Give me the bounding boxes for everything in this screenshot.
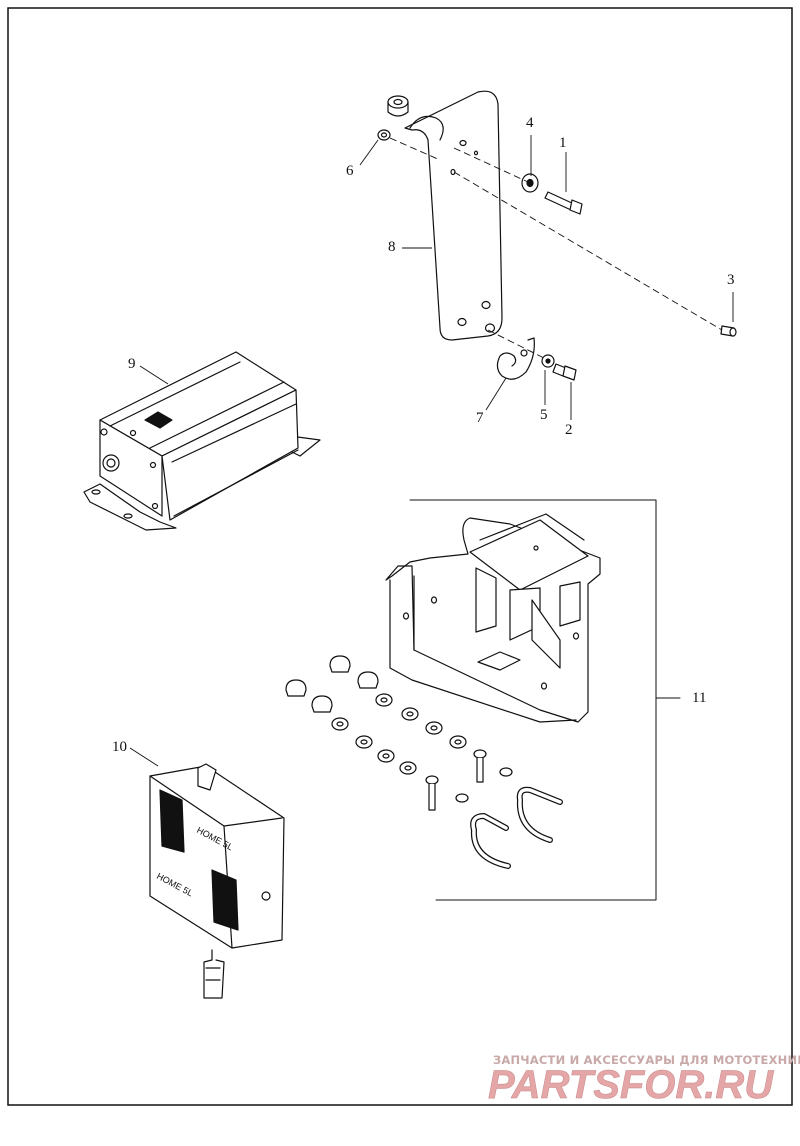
- screw-part-3: [720, 325, 737, 337]
- spacer-top: [387, 95, 409, 117]
- bracket-part-8: [404, 90, 503, 341]
- callout-4: 4: [526, 115, 534, 131]
- washer-part-4: [521, 173, 539, 193]
- hardware-screws: [425, 749, 487, 811]
- module-part-10: HOME 5L HOME 5L: [149, 763, 285, 999]
- callout-3: 3: [727, 272, 735, 288]
- callout-8: 8: [388, 239, 396, 255]
- u-bolts: [470, 786, 563, 869]
- page-border: [7, 7, 793, 1106]
- bolt-part-1: [544, 191, 583, 215]
- callout-9: 9: [128, 356, 136, 372]
- callout-1: 1: [559, 135, 567, 151]
- assembly-lines: [389, 137, 723, 361]
- callout-7: 7: [476, 410, 484, 426]
- callout-2: 2: [565, 422, 573, 438]
- control-box-part-9: [83, 351, 321, 531]
- mounting-plate-part-11: [385, 513, 601, 723]
- callout-bracket-11: [409, 499, 657, 901]
- acorn-nuts: [285, 655, 379, 713]
- callout-5: 5: [540, 407, 548, 423]
- bolt-part-2: [552, 363, 577, 381]
- callout-11: 11: [692, 690, 707, 706]
- callout-10: 10: [112, 739, 127, 755]
- leader-lines: [129, 135, 734, 767]
- nut-part-6: [377, 129, 391, 141]
- clamp-part-7: [496, 337, 535, 380]
- callout-6: 6: [346, 163, 354, 179]
- watermark-logo: PARTSFOR.RU: [488, 1063, 775, 1108]
- svg-text:PARTSFOR.RU: PARTSFOR.RU: [488, 1063, 774, 1107]
- watermark-tagline: ЗАПЧАСТИ И АКСЕССУАРЫ ДЛЯ МОТОТЕХНИКИ: [493, 1053, 800, 1067]
- washer-part-5: [541, 354, 555, 368]
- lock-washers: [331, 693, 513, 803]
